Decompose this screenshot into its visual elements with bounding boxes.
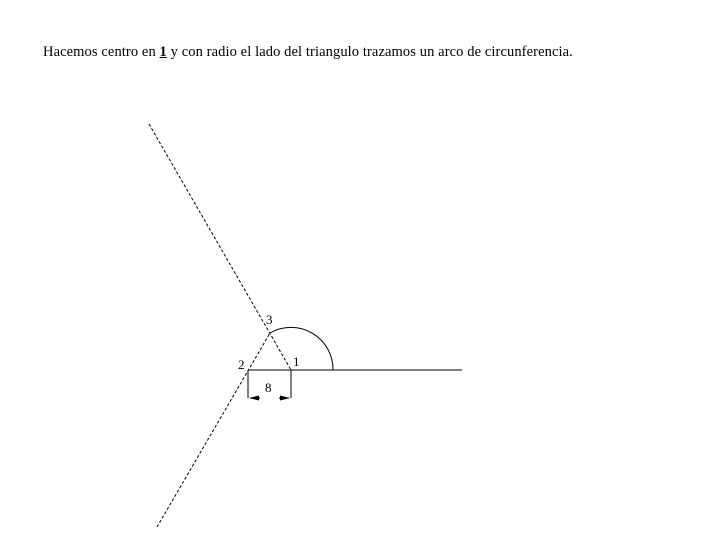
instruction-after: y con radio el lado del triangulo trazam…: [166, 44, 573, 60]
dimension-arrow-right: [280, 395, 290, 401]
dashed-line-through-2-3: [156, 332, 271, 528]
dashed-line-through-1-3: [148, 123, 292, 371]
instruction-text: Hacemos centro en 1 y con radio el lado …: [43, 44, 573, 61]
instruction-emphasis: 1: [159, 44, 167, 60]
instruction-before: Hacemos centro en: [43, 44, 160, 60]
point-label-2: 2: [238, 357, 245, 372]
dimension-label: 8: [265, 380, 272, 395]
point-label-1: 1: [293, 354, 300, 369]
dimension-arrow-left: [249, 395, 259, 401]
circle-arc-center-1: [269, 326, 334, 371]
point-label-3: 3: [266, 312, 273, 327]
